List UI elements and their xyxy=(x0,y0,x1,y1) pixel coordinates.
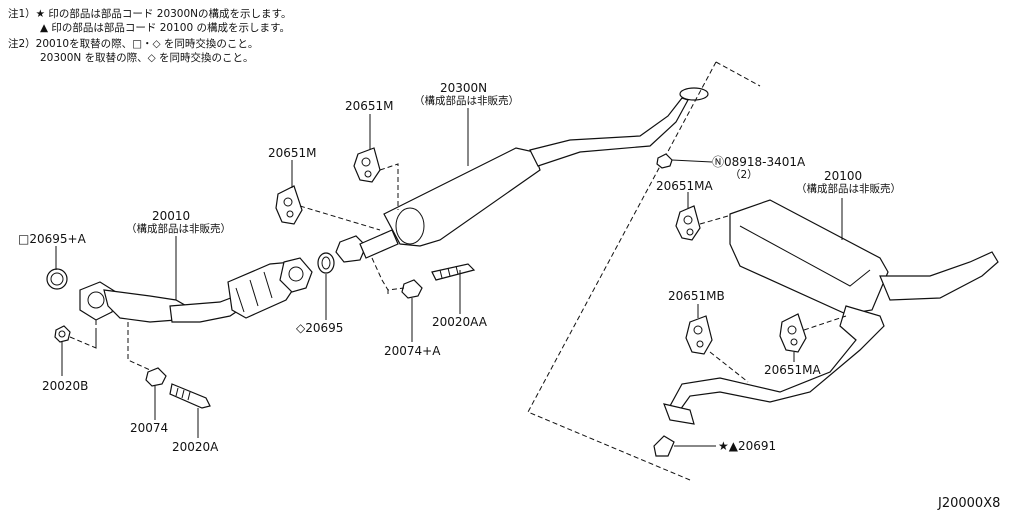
front-tube-catalyst-part[interactable] xyxy=(79,257,313,323)
stud-20020a[interactable] xyxy=(169,383,211,409)
note-line-3: 注2）20010を取替の際、□・◇ を同時交換のこと。 xyxy=(8,38,259,50)
label-20020b: 20020B xyxy=(42,379,89,393)
gasket-20691[interactable] xyxy=(653,435,675,457)
rubber-hanger-20651m-upper[interactable] xyxy=(353,147,381,183)
label-20695a: □20695+A xyxy=(18,232,86,246)
label-20010-sub: （構成部品は非販売） xyxy=(126,223,231,235)
label-20100: 20100 xyxy=(824,169,863,183)
label-20100-sub: （構成部品は非販売） xyxy=(796,183,901,195)
label-20651ma-upper: 20651MA xyxy=(656,179,713,193)
label-20074a: 20074+A xyxy=(384,344,441,358)
note-line-4: 20300N を取替の際、◇ を同時交換のこと。 xyxy=(40,52,254,64)
nut-08918[interactable] xyxy=(656,153,673,169)
label-08918: Ⓝ08918-3401A xyxy=(712,155,806,169)
rubber-hanger-20651m-lower[interactable] xyxy=(275,185,303,225)
rubber-hanger-20651ma-lower[interactable] xyxy=(779,313,807,353)
note-line-2: ▲ 印の部品は部品コード 20100 の構成を示します。 xyxy=(40,22,290,34)
gasket-ring-20695[interactable] xyxy=(317,252,335,274)
stud-20020aa[interactable] xyxy=(431,263,476,281)
nut-20020b[interactable] xyxy=(54,325,71,343)
label-20651m-lower: 20651M xyxy=(268,146,317,160)
main-muffler-part[interactable] xyxy=(663,199,999,425)
diagram-code: J20000X8 xyxy=(938,496,1001,511)
center-muffler-part[interactable] xyxy=(335,87,709,263)
label-20695: ◇20695 xyxy=(296,321,344,335)
label-20691: ★▲20691 xyxy=(718,439,777,453)
label-20651ma-lower: 20651MA xyxy=(764,363,821,377)
label-20651mb: 20651MB xyxy=(668,289,725,303)
label-20020a: 20020A xyxy=(172,440,219,454)
leader-lines xyxy=(55,108,843,447)
nut-20074[interactable] xyxy=(145,367,167,387)
label-20020aa: 20020AA xyxy=(432,315,487,329)
nut-20074a[interactable] xyxy=(401,279,423,299)
label-08918-sub: （2） xyxy=(730,169,758,181)
note-line-1: 注1）★ 印の部品は部品コード 20300Nの構成を示します。 xyxy=(8,8,292,20)
label-20074: 20074 xyxy=(130,421,169,435)
rubber-hanger-20651mb[interactable] xyxy=(685,315,713,355)
label-20300n: 20300N xyxy=(440,81,488,95)
rubber-hanger-20651ma-upper[interactable] xyxy=(675,205,701,241)
label-20300n-sub: （構成部品は非販売） xyxy=(414,95,519,107)
label-20010: 20010 xyxy=(152,209,191,223)
label-20651m-upper: 20651M xyxy=(345,99,394,113)
gasket-20695a[interactable] xyxy=(46,268,68,290)
